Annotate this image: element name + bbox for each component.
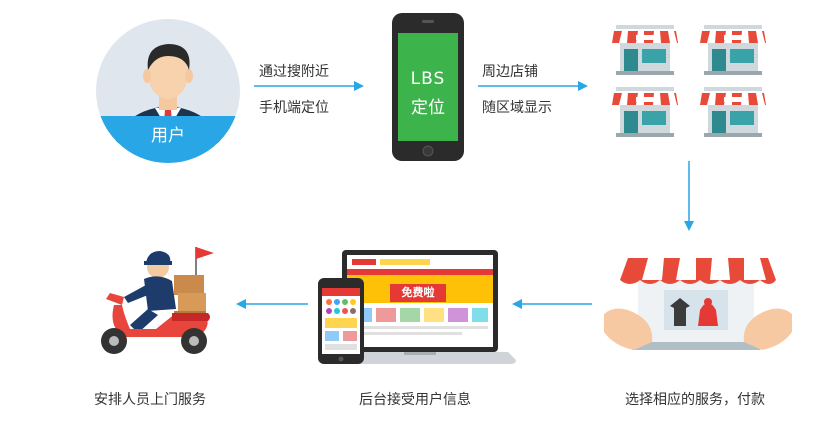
promo-banner-text: 免费啦 [401,286,435,299]
laptop-phone-icon: 免费啦 [318,250,516,368]
store-icon [612,87,678,137]
lbs-text: LBS [410,69,446,89]
mobile-locate-text: 手机端定位 [259,100,329,116]
arrow-right-icon [254,80,366,92]
dispatch-staff-caption: 安排人员上门服务 [94,392,206,408]
delivery-scooter-icon [86,245,222,357]
user-avatar: 用户 [95,18,241,164]
search-nearby-text: 通过搜附近 [259,64,329,80]
backend-receive-caption: 后台接受用户信息 [359,392,471,408]
store-icon [700,87,766,137]
region-display-text: 随区域显示 [482,100,552,116]
nearby-stores-text: 周边店铺 [482,64,538,80]
arrow-down-icon [683,161,695,233]
select-service-pay-caption: 选择相应的服务，付款 [625,392,765,408]
arrow-right-icon [478,80,590,92]
store-icon [700,25,766,75]
user-avatar-icon [96,19,240,163]
phone-icon: LBS 定位 [392,13,464,161]
arrow-left-icon [236,298,308,310]
store-icon [612,25,678,75]
market-stall-icon [604,250,792,360]
arrow-left-icon [512,298,592,310]
user-label: 用户 [151,126,185,146]
locate-text: 定位 [411,98,445,118]
